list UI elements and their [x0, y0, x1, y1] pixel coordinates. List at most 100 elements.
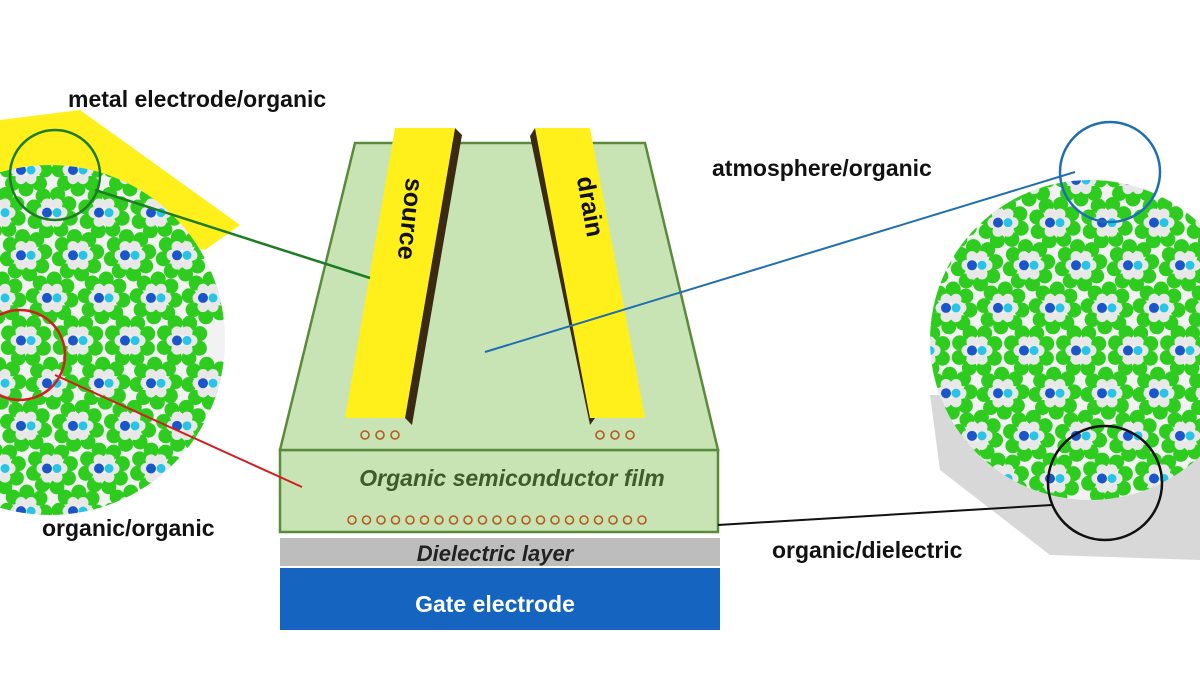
molecule-atom-cyan: [183, 421, 192, 430]
molecule-atom-green: [1191, 159, 1200, 174]
molecule-atom-white: [951, 294, 962, 305]
molecule-atom-white: [156, 472, 167, 483]
molecule-atom-white: [1133, 268, 1144, 279]
molecule-atom-blue: [1175, 346, 1185, 356]
molecule-atom-white: [1055, 226, 1066, 237]
molecule-atom-cyan: [105, 464, 114, 473]
molecule-atom-white: [193, 463, 204, 474]
molecule-atom-white: [1107, 311, 1118, 322]
molecule-atom-cyan: [27, 166, 36, 175]
molecule-atom-cyan: [157, 464, 166, 473]
molecule-atom-white: [1159, 311, 1170, 322]
molecule-atom-white: [1107, 208, 1118, 219]
molecule-atom-white: [915, 422, 926, 433]
molecule-atom-cyan: [27, 251, 36, 260]
molecule-atom-white: [1185, 439, 1196, 450]
molecule-atom-white: [1185, 166, 1196, 177]
molecule-atom-white: [52, 472, 63, 483]
molecule-atom-green: [153, 479, 168, 494]
molecule-atom-cyan: [131, 251, 140, 260]
molecule-atom-white: [208, 301, 219, 312]
molecule-atom-white: [1055, 482, 1066, 493]
molecule-atom-green: [188, 176, 203, 191]
molecule-atom-cyan: [157, 293, 166, 302]
molecule-atom-cyan: [1160, 389, 1169, 398]
molecule-atom-cyan: [1056, 218, 1065, 227]
molecule-atom-blue: [967, 260, 977, 270]
molecule-atom-green: [928, 242, 943, 257]
molecule-atom-white: [208, 386, 219, 397]
molecule-atom-blue: [993, 218, 1003, 228]
molecule-atom-green: [165, 471, 180, 486]
molecule-atom-green: [962, 221, 977, 236]
molecule-atom-green: [931, 186, 946, 201]
molecule-atom-blue: [146, 378, 156, 388]
molecule-atom-blue: [172, 165, 182, 175]
molecule-atom-blue: [94, 463, 104, 473]
molecule-atom-white: [925, 268, 936, 279]
molecule-atom-white: [130, 344, 141, 355]
molecule-atom-cyan: [53, 293, 62, 302]
molecule-atom-white: [1185, 268, 1196, 279]
molecule-atom-white: [1014, 175, 1025, 186]
molecule-atom-green: [1022, 154, 1037, 169]
molecule-atom-white: [1003, 208, 1014, 219]
molecule-atom-green: [913, 447, 928, 462]
molecule-atom-white: [1081, 439, 1092, 450]
molecule-atom-white: [977, 183, 988, 194]
molecule-atom-white: [1190, 175, 1200, 186]
molecule-atom-white: [1107, 482, 1118, 493]
molecule-atom-white: [78, 429, 89, 440]
molecule-atom-white: [26, 429, 37, 440]
molecule-atom-green: [191, 477, 206, 492]
molecule-atom-white: [1029, 166, 1040, 177]
molecule-atom-white: [104, 284, 115, 295]
molecule-atom-green: [1093, 173, 1108, 188]
molecule-atom-green: [937, 173, 952, 188]
molecule-atom-blue: [1123, 260, 1133, 270]
molecule-atom-cyan: [978, 261, 987, 270]
molecule-atom-white: [130, 241, 141, 252]
molecule-atom-white: [951, 396, 962, 407]
molecule-atom-green: [184, 451, 199, 466]
molecule-atom-white: [977, 439, 988, 450]
molecule-atom-cyan: [209, 464, 218, 473]
molecule-atom-white: [182, 258, 193, 269]
molecule-atom-white: [1170, 175, 1181, 186]
molecule-atom-white: [78, 497, 89, 508]
molecule-atom-white: [172, 156, 183, 167]
molecule-atom-cyan: [1082, 431, 1091, 440]
molecule-atom-green: [899, 261, 914, 276]
molecule-atom-blue: [1045, 388, 1055, 398]
molecule-atom-white: [977, 166, 988, 177]
molecule-atom-white: [1055, 311, 1066, 322]
molecule-atom-white: [941, 226, 952, 237]
molecule-atom-green: [900, 350, 915, 365]
molecule-atom-blue: [120, 421, 130, 431]
molecule-atom-cyan: [1108, 303, 1117, 312]
molecule-atom-cyan: [53, 464, 62, 473]
molecule-atom-white: [78, 412, 89, 423]
molecule-atom-white: [1029, 354, 1040, 365]
molecule-atom-white: [1133, 166, 1144, 177]
molecule-atom-blue: [16, 336, 26, 346]
molecule-atom-white: [951, 311, 962, 322]
molecule-atom-white: [925, 183, 936, 194]
molecule-atom-green: [927, 224, 942, 239]
molecule-atom-white: [977, 251, 988, 262]
molecule-atom-green: [1195, 198, 1200, 213]
molecule-atom-green: [1191, 186, 1200, 201]
molecule-atom-white: [104, 216, 115, 227]
molecule-atom-green: [206, 187, 221, 202]
molecule-atom-green: [182, 466, 197, 481]
molecule-atom-green: [1139, 159, 1154, 174]
molecule-atom-white: [156, 301, 167, 312]
molecule-atom-white: [182, 241, 193, 252]
molecule-atom-white: [925, 354, 936, 365]
molecule-atom-cyan: [1160, 218, 1169, 227]
molecule-atom-white: [1133, 422, 1144, 433]
molecule-atom-white: [915, 439, 926, 450]
molecule-atom-cyan: [1, 464, 10, 473]
molecule-atom-white: [1081, 183, 1092, 194]
